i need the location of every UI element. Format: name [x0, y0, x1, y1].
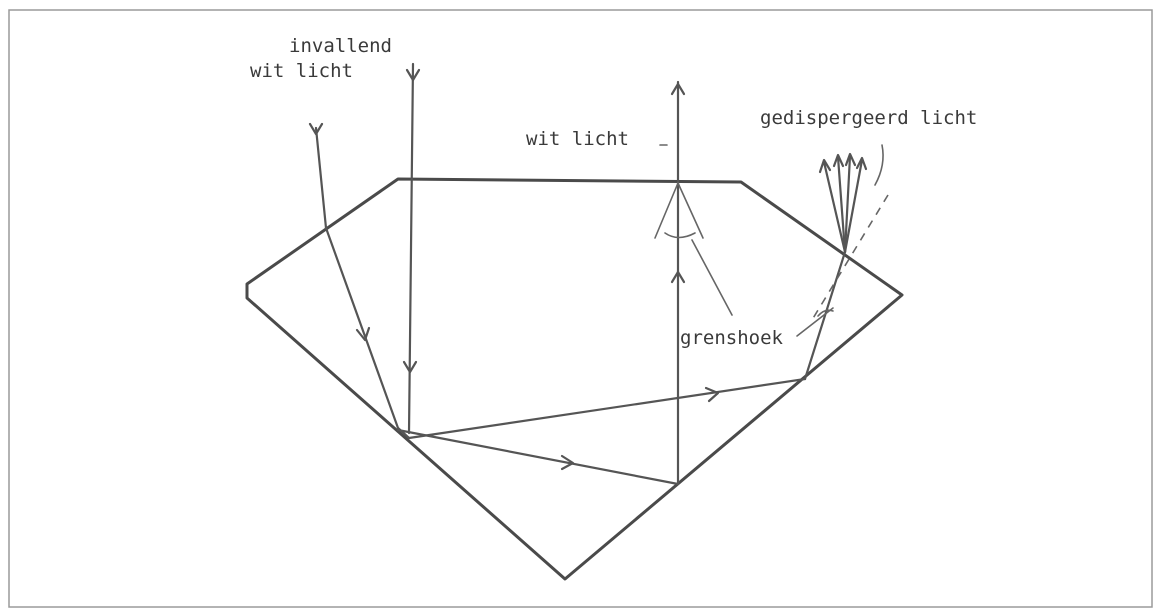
critical-angle-leader-1	[692, 240, 732, 315]
figure-border	[9, 10, 1152, 607]
dispersed-light-leader	[875, 145, 883, 185]
reflected-ray-upper	[409, 379, 805, 438]
label-incident-line1: invallend	[289, 35, 392, 57]
label-white-light: wit licht	[526, 128, 629, 150]
dispersed-rays	[820, 154, 866, 252]
label-critical-angle: grenshoek	[680, 327, 784, 349]
critical-angle-leader-2	[797, 308, 833, 336]
critical-angle-arc-1	[665, 233, 695, 238]
reflected-ray-lower	[398, 430, 678, 484]
incident-ray-2	[409, 64, 413, 433]
label-incident-line2: wit licht	[250, 60, 353, 82]
label-dispersed-light: gedispergeerd licht	[760, 107, 977, 129]
critical-cone-right	[678, 183, 703, 238]
critical-cone-left	[655, 183, 678, 238]
incident-ray-1-above	[316, 128, 326, 228]
